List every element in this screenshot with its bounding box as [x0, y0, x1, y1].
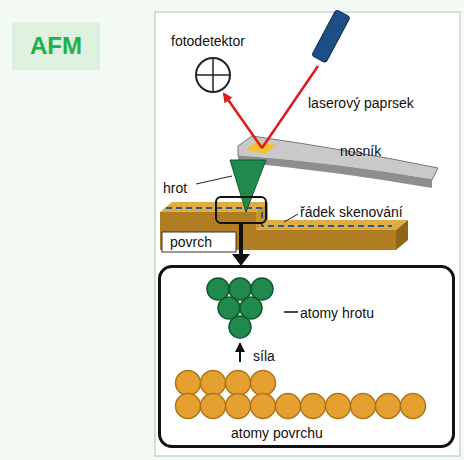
part-label: hrot	[163, 180, 187, 196]
surface-block	[160, 202, 408, 252]
atom	[326, 394, 351, 419]
atom	[401, 394, 426, 419]
cantilever	[238, 136, 438, 188]
atom	[226, 371, 251, 396]
zoom-frame	[216, 197, 266, 223]
tip-atoms	[207, 278, 273, 338]
laser	[312, 10, 351, 63]
part-label: řádek skenování	[300, 204, 403, 220]
atom	[301, 394, 326, 419]
atom	[201, 394, 226, 419]
tip	[230, 160, 266, 212]
atom	[201, 371, 226, 396]
force-arrow	[239, 344, 241, 362]
part-label: povrch	[170, 234, 212, 250]
laser-beam	[224, 94, 262, 148]
atom	[376, 394, 401, 419]
zoom-stalk	[239, 223, 243, 256]
atom	[251, 394, 276, 419]
leader-line	[196, 176, 232, 184]
force-label: síla	[253, 348, 275, 364]
photodetector	[196, 58, 230, 92]
atom	[276, 394, 301, 419]
part-label: laserový paprsek	[308, 95, 414, 111]
leader-line	[284, 311, 298, 313]
atom	[226, 394, 251, 419]
zoom-inset: atomy hrotu síla atomy povrchu	[158, 265, 455, 448]
atom	[176, 394, 201, 419]
atom	[251, 371, 276, 396]
inset-label: atomy hrotu	[300, 305, 374, 321]
title-text: AFM	[30, 32, 82, 60]
atom	[351, 394, 376, 419]
leader-line	[284, 214, 298, 222]
part-label: nosník	[340, 143, 381, 159]
inset-label: atomy povrchu	[231, 425, 323, 441]
atom	[176, 371, 201, 396]
title-box: AFM	[12, 22, 100, 70]
part-label: fotodetektor	[171, 33, 245, 49]
surface-atoms	[176, 371, 426, 419]
panel	[155, 12, 460, 456]
